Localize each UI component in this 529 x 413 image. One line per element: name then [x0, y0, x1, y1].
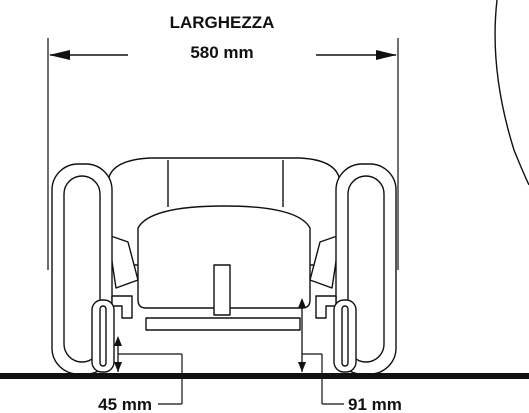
left-caster-fork: [111, 295, 133, 319]
low-clearance-arrow-up: [114, 336, 122, 346]
left-arrowhead: [49, 50, 70, 60]
left-rear-wheel-rim: [63, 175, 101, 363]
low-clearance-dimension: [114, 336, 183, 405]
ground-line: [0, 373, 529, 379]
width-extension-lines: [47, 38, 399, 270]
right-side-guard: [309, 234, 341, 289]
right-caster-fork: [315, 295, 337, 319]
low-clearance-label: 45 mm: [98, 395, 152, 413]
right-caster-hub: [341, 305, 349, 367]
low-clearance-arrow-down: [114, 362, 122, 372]
turning-radius-arc: [494, 0, 529, 186]
right-rear-wheel-rim: [347, 175, 385, 363]
seat-cushion: [137, 205, 311, 309]
high-clearance-arrow-up: [298, 298, 306, 308]
left-caster-hub: [99, 305, 107, 367]
high-clearance-label: 91 mm: [348, 395, 402, 413]
center-post: [213, 264, 231, 316]
left-caster-wheel: [91, 299, 115, 373]
width-value: 580 mm: [190, 43, 253, 62]
width-dimension-line: [49, 50, 397, 60]
left-side-guard: [107, 234, 139, 289]
right-caster-wheel: [333, 299, 357, 373]
high-clearance-arrow-down: [298, 362, 306, 372]
high-clearance-dimension: [298, 298, 344, 405]
footrest-plate: [145, 317, 301, 331]
wheelchair: [51, 157, 397, 375]
width-title: LARGHEZZA: [170, 13, 275, 32]
right-arrowhead: [376, 50, 397, 60]
